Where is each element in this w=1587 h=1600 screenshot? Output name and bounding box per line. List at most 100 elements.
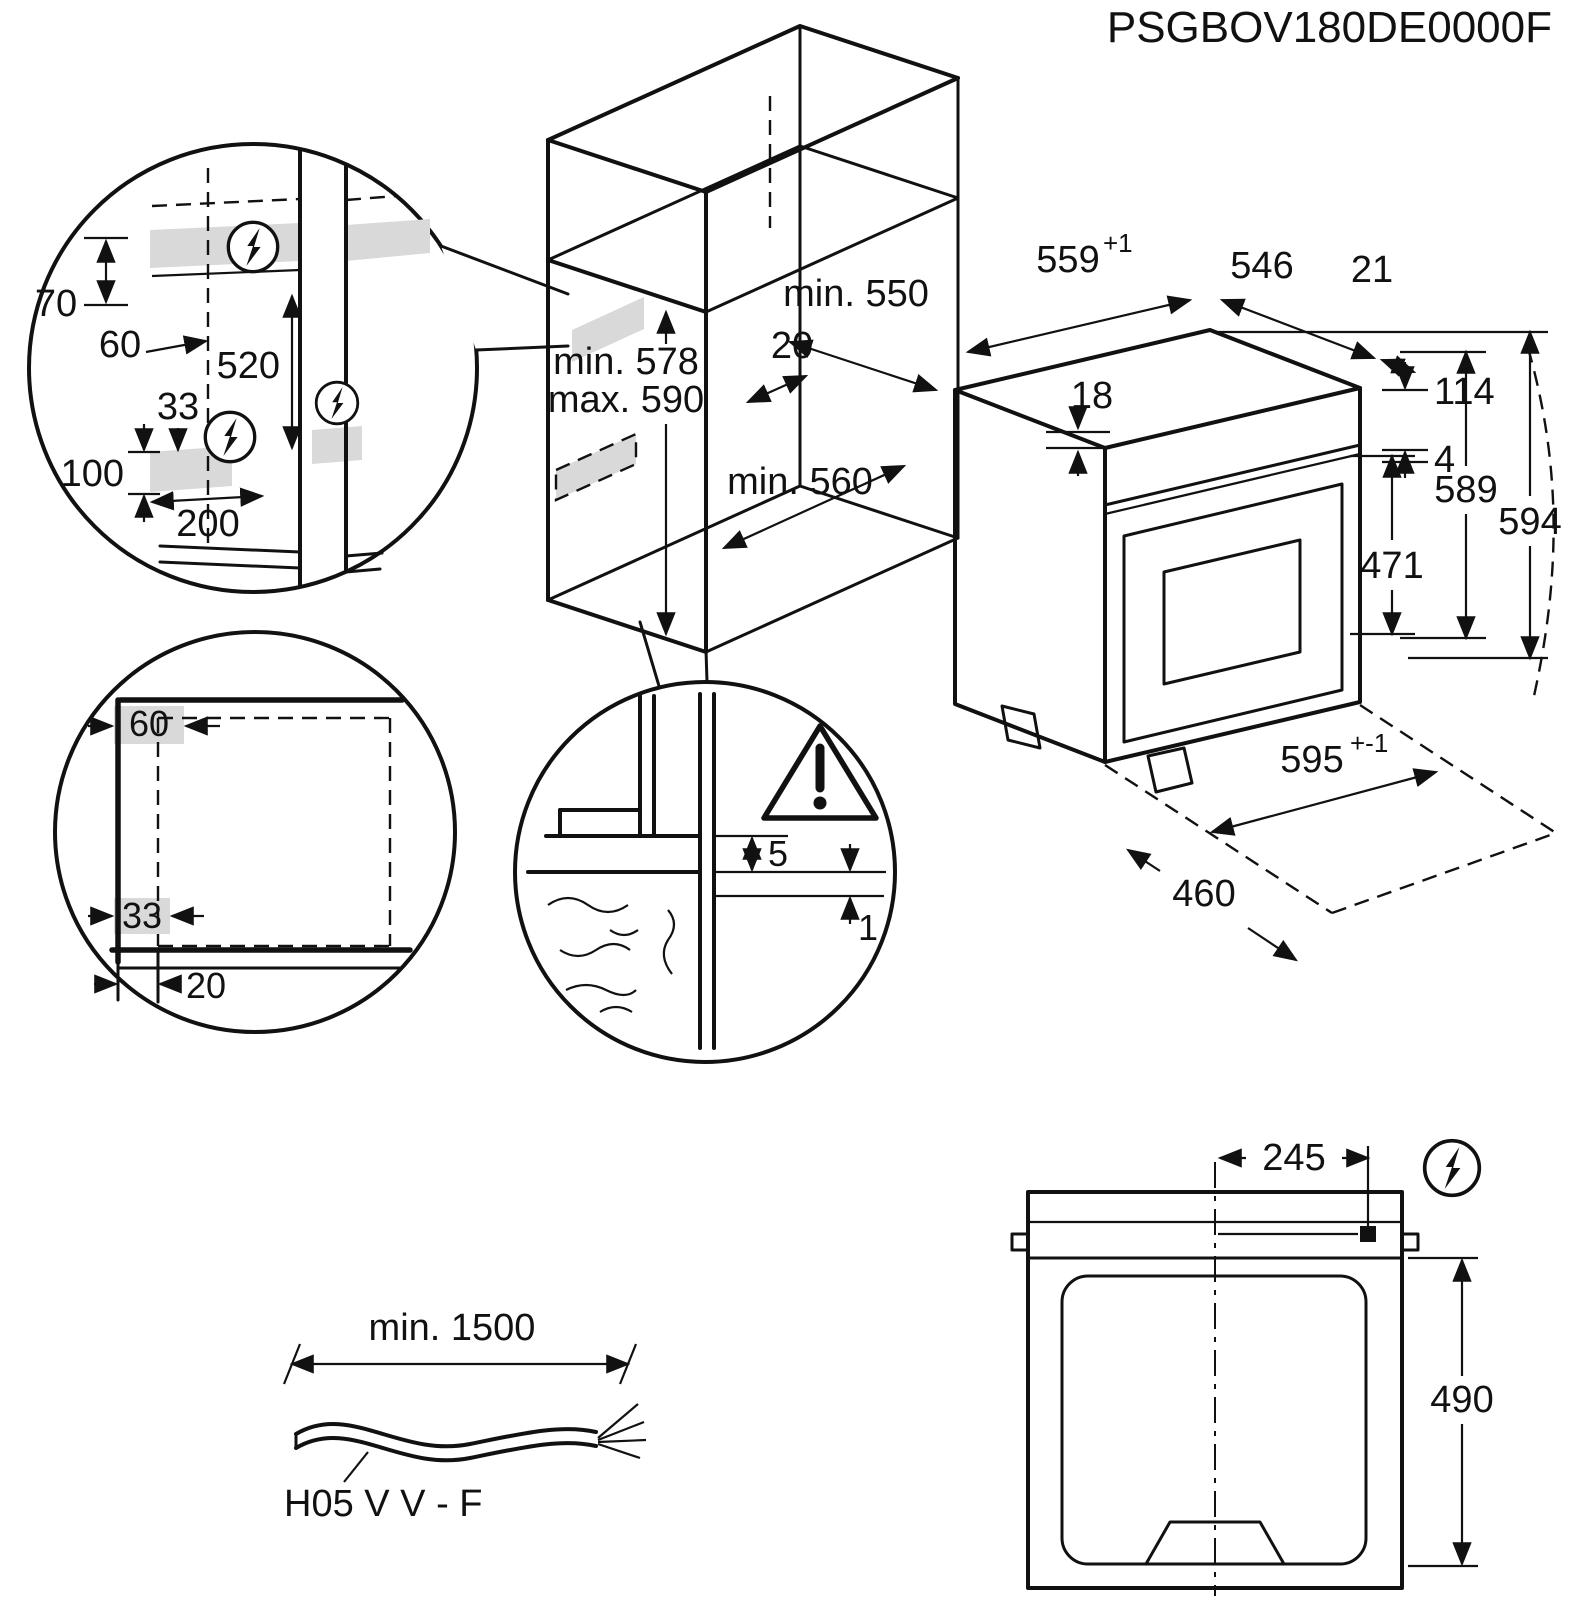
bottom-shelf-line [344, 551, 384, 558]
dim-471: 471 [1360, 545, 1423, 587]
dim-end-tick [618, 1343, 638, 1385]
oven-top-face [953, 328, 1362, 450]
warning-triangle-icon [761, 723, 879, 821]
dim-5: 5 [768, 833, 788, 874]
oven-isometric: 559 +1 546 21 18 114 4 589 594 471 [953, 228, 1562, 962]
dim-min-578: min. 578 [553, 341, 699, 383]
dim-line-460 [1125, 848, 1161, 872]
oven-foot [1146, 746, 1194, 794]
clearance-zone-shade [114, 706, 184, 744]
wood-grain [565, 983, 637, 997]
cable-leader [343, 1451, 369, 1483]
dim-21: 21 [1351, 249, 1393, 291]
floor-projection [1104, 763, 1333, 915]
dim-min-550: min. 550 [783, 273, 929, 315]
cabinet-edge [546, 598, 708, 654]
detail-circle [27, 142, 479, 594]
side-tab [1010, 1232, 1030, 1252]
dim-245: 245 [1262, 1137, 1325, 1179]
projection-curve [1526, 347, 1555, 697]
callout-line [638, 620, 661, 688]
callout-line [474, 344, 570, 352]
dim-33: 33 [157, 386, 199, 428]
dim-200: 200 [176, 503, 239, 545]
floor-projection [1331, 831, 1557, 915]
dim-594: 594 [1498, 501, 1561, 543]
dim-490: 490 [1430, 1379, 1493, 1421]
bottom-shelf-line [158, 560, 302, 570]
oven-side-face [953, 388, 1107, 764]
control-panel-line [1103, 443, 1362, 507]
dim-line-559 [965, 295, 1193, 357]
wood-grain [559, 942, 631, 958]
wood-grain [599, 1005, 633, 1013]
dim-1: 1 [858, 907, 878, 948]
dim-line-460 [1247, 927, 1299, 962]
niche-pad-shade [572, 297, 644, 362]
cable-strand [597, 1442, 641, 1460]
dim-4: 4 [1434, 439, 1455, 481]
detail-circle [513, 680, 897, 1064]
cable-strand [597, 1420, 645, 1442]
niche-floor-edge [704, 536, 960, 654]
warning-exclamation-dot [813, 796, 827, 810]
oven-door [1122, 482, 1344, 744]
electrical-connection-icon [314, 380, 360, 426]
detail-side-panel: 70 60 520 33 100 200 [27, 142, 570, 594]
dim-line-min-560 [721, 464, 907, 550]
dim-559-tolerance: +1 [1103, 228, 1133, 258]
wood-grain [609, 929, 639, 937]
electrical-connection-icon [203, 410, 257, 464]
niche-ceiling-edge [546, 258, 708, 314]
door-window [1162, 538, 1302, 686]
dim-595: 595 [1280, 739, 1343, 781]
niche-ceiling-edge [546, 144, 802, 262]
dim-33: 33 [122, 895, 162, 936]
dim-line-20 [745, 374, 809, 404]
detail-front-view: 60 33 20 [53, 630, 457, 1034]
clearance-zone-shade [114, 898, 170, 934]
dim-60: 60 [129, 703, 169, 744]
oven-foot [1000, 704, 1042, 750]
dim-leader-60 [145, 335, 209, 355]
dim-line-546 [1219, 298, 1377, 360]
dim-100: 100 [61, 453, 124, 495]
oven-front-face [1103, 386, 1362, 764]
mains-cable: min. 1500 H05 V V - F [282, 1307, 647, 1525]
side-tab [1400, 1232, 1420, 1252]
handle-outline [1144, 1520, 1286, 1566]
dim-line-21 [1379, 355, 1417, 377]
dim-520: 520 [217, 345, 280, 387]
dim-546: 546 [1230, 245, 1293, 287]
dim-460: 460 [1172, 873, 1235, 915]
dim-559: 559 [1036, 239, 1099, 281]
dim-min-560: min. 560 [727, 461, 873, 503]
dim-70: 70 [35, 283, 77, 325]
cable-line [294, 1436, 598, 1463]
dim-line-200 [149, 487, 265, 511]
electric-zone-shade [312, 426, 362, 464]
dim-end-tick [282, 1343, 302, 1385]
dim-line-min-550 [787, 339, 939, 393]
wood-grain [662, 909, 676, 975]
dim-114: 114 [1434, 371, 1495, 413]
dim-line-595 [1209, 768, 1439, 836]
cabinet-edge [546, 138, 708, 194]
cable-strand [597, 1403, 639, 1439]
dim-max-590: max. 590 [548, 379, 704, 421]
hidden-line [151, 197, 301, 208]
cabinet-niche-isometric: min. 550 min. 578 max. 590 20 min. 560 [546, 24, 960, 688]
cable-line [294, 1422, 598, 1449]
electric-zone-shade [346, 219, 430, 261]
dim-20: 20 [771, 325, 813, 367]
dim-20: 20 [186, 965, 226, 1006]
niche-floor-edge [546, 484, 802, 602]
floor-projection [1359, 703, 1557, 835]
cable-length-label: min. 1500 [369, 1307, 536, 1349]
electrical-connection-icon [1422, 1138, 1482, 1198]
niche-ceiling-edge [798, 144, 960, 200]
niche-pad-shade [556, 434, 636, 500]
detail-circle [53, 630, 457, 1034]
